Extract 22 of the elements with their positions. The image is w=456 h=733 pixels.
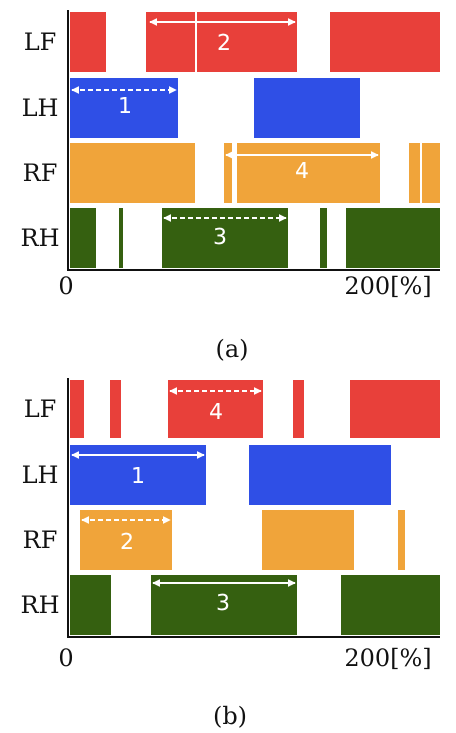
step-number: 4 — [295, 161, 309, 183]
step-number: 4 — [209, 402, 223, 424]
panel-label: (b) — [212, 704, 248, 728]
panel-label: (a) — [215, 337, 249, 361]
step-number: 1 — [118, 96, 132, 118]
row-label: RH — [20, 593, 60, 617]
axis-tick-label: 200[%] — [344, 274, 432, 298]
row-label: LH — [22, 96, 58, 120]
step-number: 3 — [213, 227, 227, 249]
row-label: LH — [22, 463, 58, 487]
axis-tick-label: 200[%] — [344, 646, 432, 670]
row-label: RH — [20, 226, 60, 250]
axis-tick-label: 0 — [58, 274, 74, 298]
row-label: RF — [22, 161, 58, 185]
row-label: RF — [22, 528, 58, 552]
axis-tick-label: 0 — [58, 646, 74, 670]
step-number: 1 — [131, 466, 145, 488]
row-label: LF — [24, 397, 56, 421]
step-number: 2 — [217, 33, 231, 55]
step-number: 2 — [120, 532, 134, 554]
step-number: 3 — [216, 593, 230, 615]
row-label: LF — [24, 30, 56, 54]
